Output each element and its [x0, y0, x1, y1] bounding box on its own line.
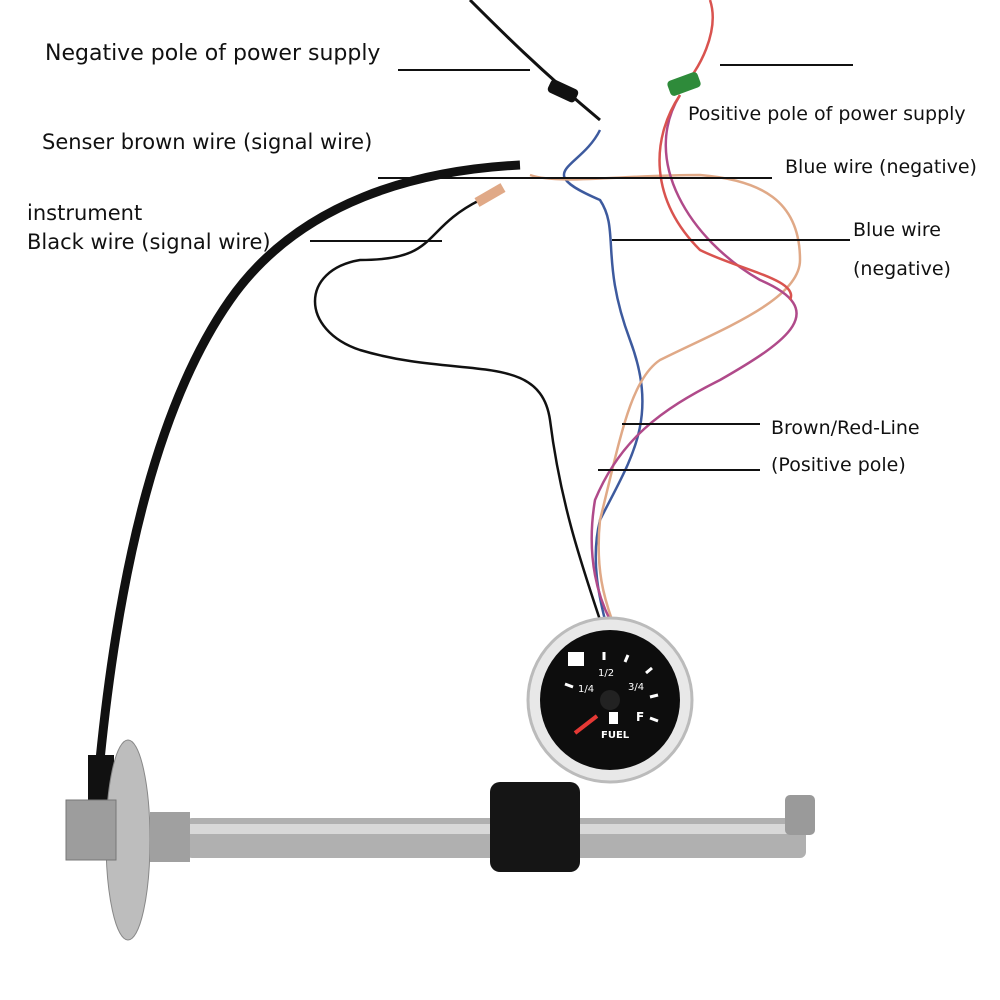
- mark-full: F: [636, 710, 644, 724]
- fuel-level-sensor: [65, 160, 815, 941]
- wires: [313, 0, 802, 621]
- fuel-pump-icon: [609, 712, 618, 724]
- gauge-fuel-label: FUEL: [601, 730, 630, 741]
- gauge-needle: [573, 714, 599, 735]
- blue-wire-negative: [562, 129, 644, 621]
- needle-hub: [600, 690, 620, 710]
- label-brown-red-line: Brown/Red-Line: [771, 417, 920, 439]
- label-positive-pole-2: (Positive pole): [771, 454, 906, 476]
- leader-lines: [310, 64, 853, 471]
- sensor-cable: [95, 160, 521, 761]
- fuel-gauge: 1/4 1/2 3/4 F FUEL: [526, 616, 694, 784]
- label-sensor-brown-wire: Senser brown wire (signal wire): [42, 130, 373, 154]
- red-positive-wire: [590, 94, 798, 621]
- brown-wire: [529, 173, 802, 621]
- mark-quarter: 1/4: [578, 684, 594, 695]
- gauge-ticks: [564, 652, 659, 723]
- mark-three-quarter: 3/4: [628, 682, 644, 693]
- label-instrument: instrument: [27, 201, 143, 225]
- green-alligator-clip: [667, 72, 701, 96]
- mark-half: 1/2: [598, 668, 614, 679]
- instrument-black-wire: [313, 198, 602, 621]
- tube-end-cap: [785, 795, 815, 835]
- label-blue-wire-negative: Blue wire (negative): [785, 156, 977, 178]
- label-positive-pole: Positive pole of power supply: [688, 103, 966, 125]
- negative-supply-wire: [468, 0, 601, 122]
- black-alligator-clip: [547, 79, 579, 103]
- label-blue-wire-2-negative: (negative): [853, 258, 951, 280]
- label-negative-pole: Negative pole of power supply: [45, 41, 381, 66]
- low-fuel-indicator: [568, 652, 584, 666]
- label-blue-wire-2: Blue wire: [853, 219, 941, 241]
- label-instrument-black-wire: Black wire (signal wire): [27, 230, 271, 254]
- float: [490, 782, 580, 872]
- connector-head: [65, 799, 117, 861]
